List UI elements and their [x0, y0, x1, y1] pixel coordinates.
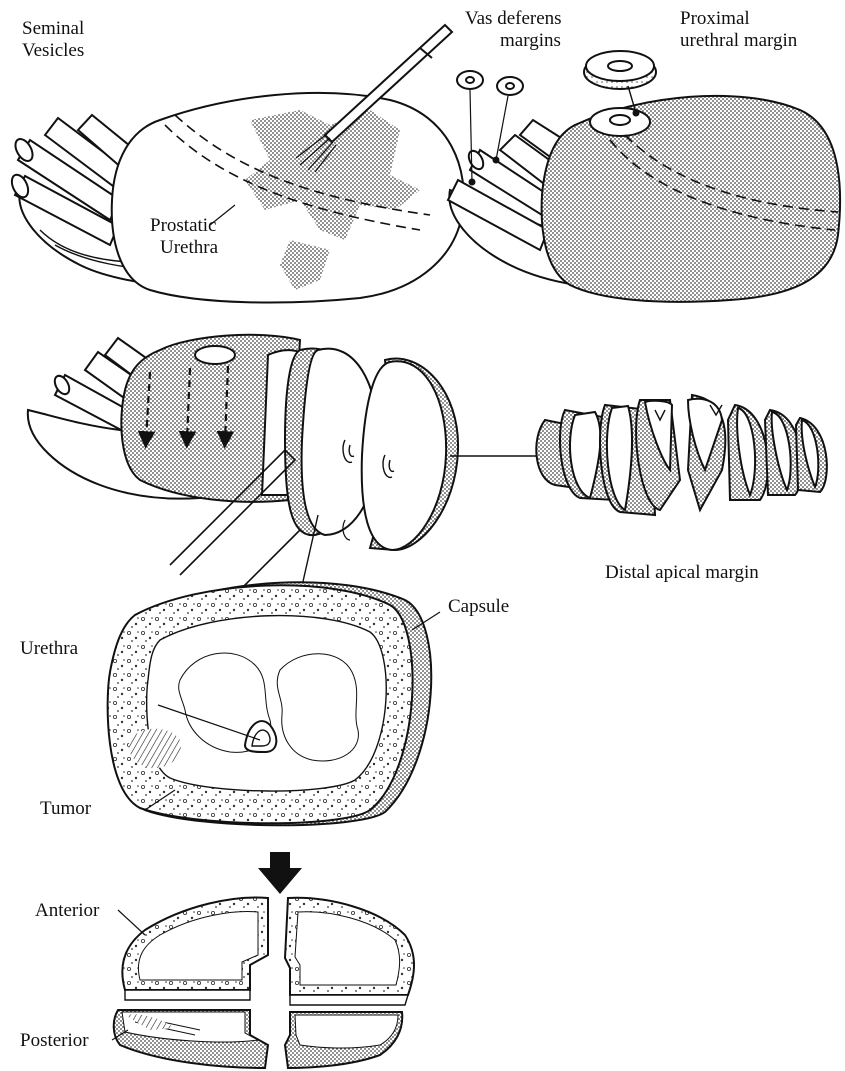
- panel-apical-margin: [536, 395, 827, 515]
- seminal-vesicles-label-line1: Seminal: [22, 18, 84, 40]
- panel-cross-section: [108, 582, 440, 825]
- anterior-label: Anterior: [35, 900, 99, 922]
- vas-deferens-label-line1: Vas deferens: [465, 8, 562, 30]
- panel-inking: [9, 25, 464, 303]
- prostatic-urethra-label-line1: Prostatic: [150, 215, 217, 237]
- proximal-margin-label-line1: Proximal: [680, 8, 750, 30]
- prostatic-urethra-label-line2: Urethra: [160, 237, 218, 259]
- posterior-label: Posterior: [20, 1030, 89, 1052]
- distal-apical-margin-label: Distal apical margin: [605, 562, 759, 584]
- panel-margins: [448, 51, 840, 302]
- panel-quadrants: [112, 897, 414, 1068]
- proximal-margin-label-line2: urethral margin: [680, 30, 797, 52]
- urethra-label: Urethra: [20, 638, 78, 660]
- vas-deferens-label-line2: margins: [500, 30, 561, 52]
- tumor-label: Tumor: [40, 798, 91, 820]
- down-arrow: [258, 852, 302, 894]
- capsule-label: Capsule: [448, 596, 509, 618]
- seminal-vesicles-label-line2: Vesicles: [22, 40, 84, 62]
- prostate-body-2: [542, 96, 840, 302]
